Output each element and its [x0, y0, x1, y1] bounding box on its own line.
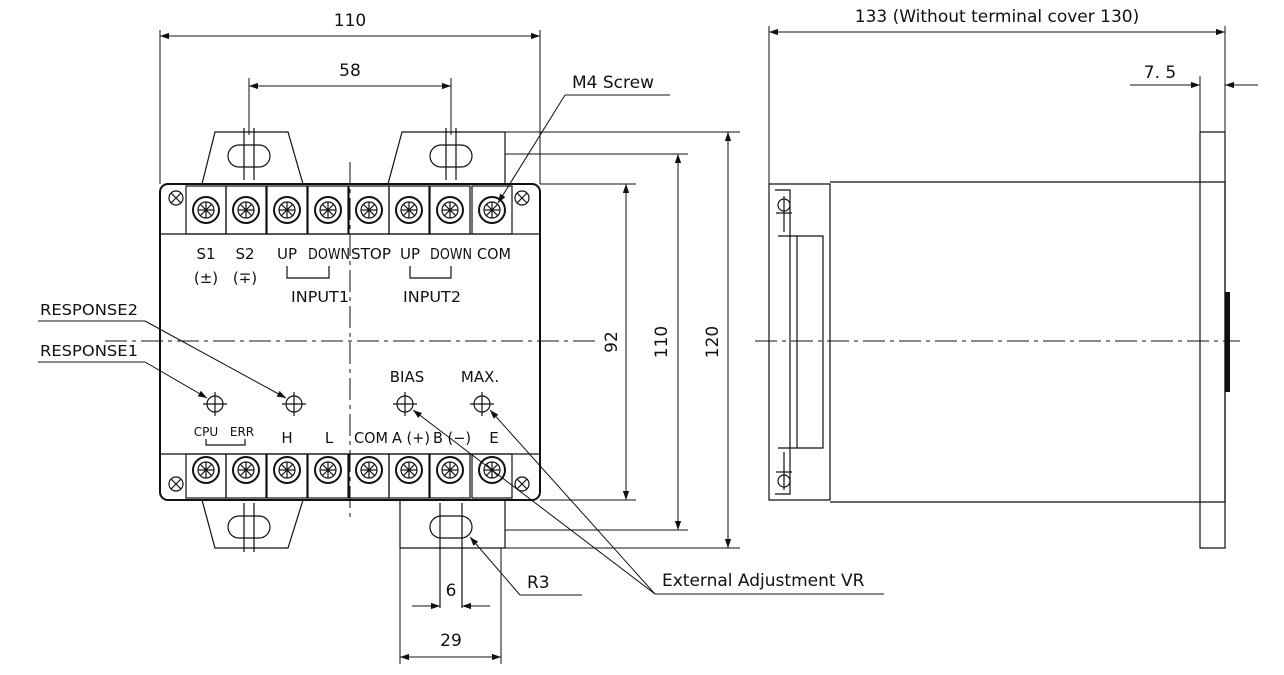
dimension-flange-7-5: 7. 5: [1130, 63, 1258, 132]
top-terminal-6: [388, 185, 430, 235]
response1-label: RESPONSE1: [40, 342, 138, 360]
bottom-terminal-1: [185, 453, 227, 499]
response2-label: RESPONSE2: [40, 301, 138, 319]
top-terminal-labels: S1 S2 UP DOWN STOP UP DOWN COM (±) (∓) I…: [194, 245, 511, 306]
adjusters: BIAS MAX.: [203, 368, 499, 416]
r3-label: R3: [527, 573, 550, 593]
bottom-terminal-8: [471, 453, 513, 499]
terminal-cover: [768, 183, 831, 501]
terminal-label-stop: STOP: [351, 245, 391, 263]
dimension-depth-133: 133 (Without terminal cover 130): [768, 7, 1226, 184]
terminal-label-up2: UP: [400, 245, 420, 263]
input1-label: INPUT1: [291, 288, 349, 306]
input1-bracket: [286, 266, 330, 279]
dim-label-120: 120: [703, 326, 723, 358]
mount-tab-top-left: [201, 131, 304, 185]
max-adjuster: [470, 392, 494, 416]
dim-label-7-5: 7. 5: [1144, 63, 1176, 83]
flange-strip: [1225, 292, 1230, 392]
terminal-label-com-top: COM: [477, 245, 511, 263]
bottom-terminal-labels: CPU ERR H L COM A (+) B (−) E: [194, 425, 499, 447]
callout-m4-screw: M4 Screw: [497, 73, 670, 204]
terminal-label-down2: DOWN: [430, 245, 472, 263]
flange: [1199, 131, 1226, 549]
side-screws: [776, 196, 792, 490]
bottom-terminal-3: [266, 453, 308, 499]
top-terminal-1: [185, 185, 227, 235]
callout-response1: RESPONSE1: [38, 342, 208, 399]
bottom-terminal-7: [429, 453, 471, 499]
top-terminal-5: [348, 185, 390, 235]
dimension-height-92: 92: [540, 183, 636, 501]
response2-adjuster: [282, 392, 306, 416]
max-label: MAX.: [461, 368, 499, 386]
dimension-pitch-58: 58: [248, 61, 452, 135]
top-terminal-2: [225, 185, 267, 235]
dim-label-133: 133 (Without terminal cover 130): [855, 7, 1139, 27]
m4-screw-label: M4 Screw: [572, 73, 654, 93]
dim-label-110-width: 110: [334, 11, 366, 31]
top-terminal-4: [307, 185, 349, 235]
input2-label: INPUT2: [403, 288, 461, 306]
response1-adjuster: [203, 392, 227, 416]
terminal-label-b: B (−): [433, 429, 471, 447]
bottom-terminal-6: [388, 453, 430, 499]
bottom-terminal-5: [348, 453, 390, 499]
external-vr-label: External Adjustment VR: [662, 571, 865, 591]
terminal-label-down1: DOWN: [308, 245, 350, 263]
dimension-slot-29: 29: [399, 548, 502, 664]
mount-tab-top-right: [387, 131, 506, 185]
terminal-label-h: H: [281, 429, 292, 447]
front-view: S1 S2 UP DOWN STOP UP DOWN COM (±) (∓) I…: [38, 11, 884, 664]
top-terminal-8: [471, 185, 513, 235]
terminal-cover-inner: [775, 189, 791, 495]
mount-tab-bottom-left: [201, 499, 304, 549]
dim-label-110-height: 110: [652, 326, 672, 358]
terminal-label-a: A (+): [392, 429, 430, 447]
terminal-sub-s2: (∓): [233, 269, 257, 287]
bias-adjuster: [393, 392, 417, 416]
terminal-sub-s1: (±): [194, 269, 218, 287]
corner-screws: [168, 190, 530, 492]
terminal-label-s1: S1: [196, 245, 215, 263]
callout-external-vr: External Adjustment VR: [412, 409, 884, 595]
terminal-label-up1: UP: [277, 245, 297, 263]
terminal-cover-recess: [778, 235, 824, 449]
top-terminal-7: [429, 185, 471, 235]
mount-slots: [227, 128, 473, 608]
callout-response2: RESPONSE2: [38, 301, 287, 399]
dimension-height-110: 110: [505, 153, 688, 531]
dimension-slot-6: 6: [412, 581, 490, 610]
terminal-label-e: E: [489, 429, 498, 447]
dim-label-92: 92: [602, 331, 622, 353]
terminal-label-err: ERR: [230, 425, 254, 439]
dim-label-29: 29: [440, 631, 462, 651]
bottom-terminal-2: [225, 453, 267, 499]
terminal-label-l: L: [325, 429, 334, 447]
mount-tab-bottom-right: [399, 500, 506, 549]
dim-label-6: 6: [446, 581, 457, 601]
dimension-width-110: 110: [159, 11, 541, 184]
side-body-outline: [830, 181, 1225, 503]
input2-bracket: [409, 266, 452, 279]
bottom-terminal-screws: [185, 453, 513, 499]
terminal-label-s2: S2: [235, 245, 254, 263]
cpu-err-bracket: [205, 439, 246, 446]
dimension-height-120: 120: [505, 131, 740, 549]
callout-r3: R3: [469, 536, 582, 596]
terminal-label-cpu: CPU: [194, 425, 218, 439]
bias-label: BIAS: [390, 368, 425, 386]
top-terminal-screws: [185, 185, 513, 235]
side-view: 133 (Without terminal cover 130) 7. 5: [755, 7, 1258, 549]
terminal-label-com-bottom: COM: [354, 429, 388, 447]
top-terminal-3: [266, 185, 308, 235]
bottom-terminal-4: [307, 453, 349, 499]
dim-label-58: 58: [339, 61, 361, 81]
